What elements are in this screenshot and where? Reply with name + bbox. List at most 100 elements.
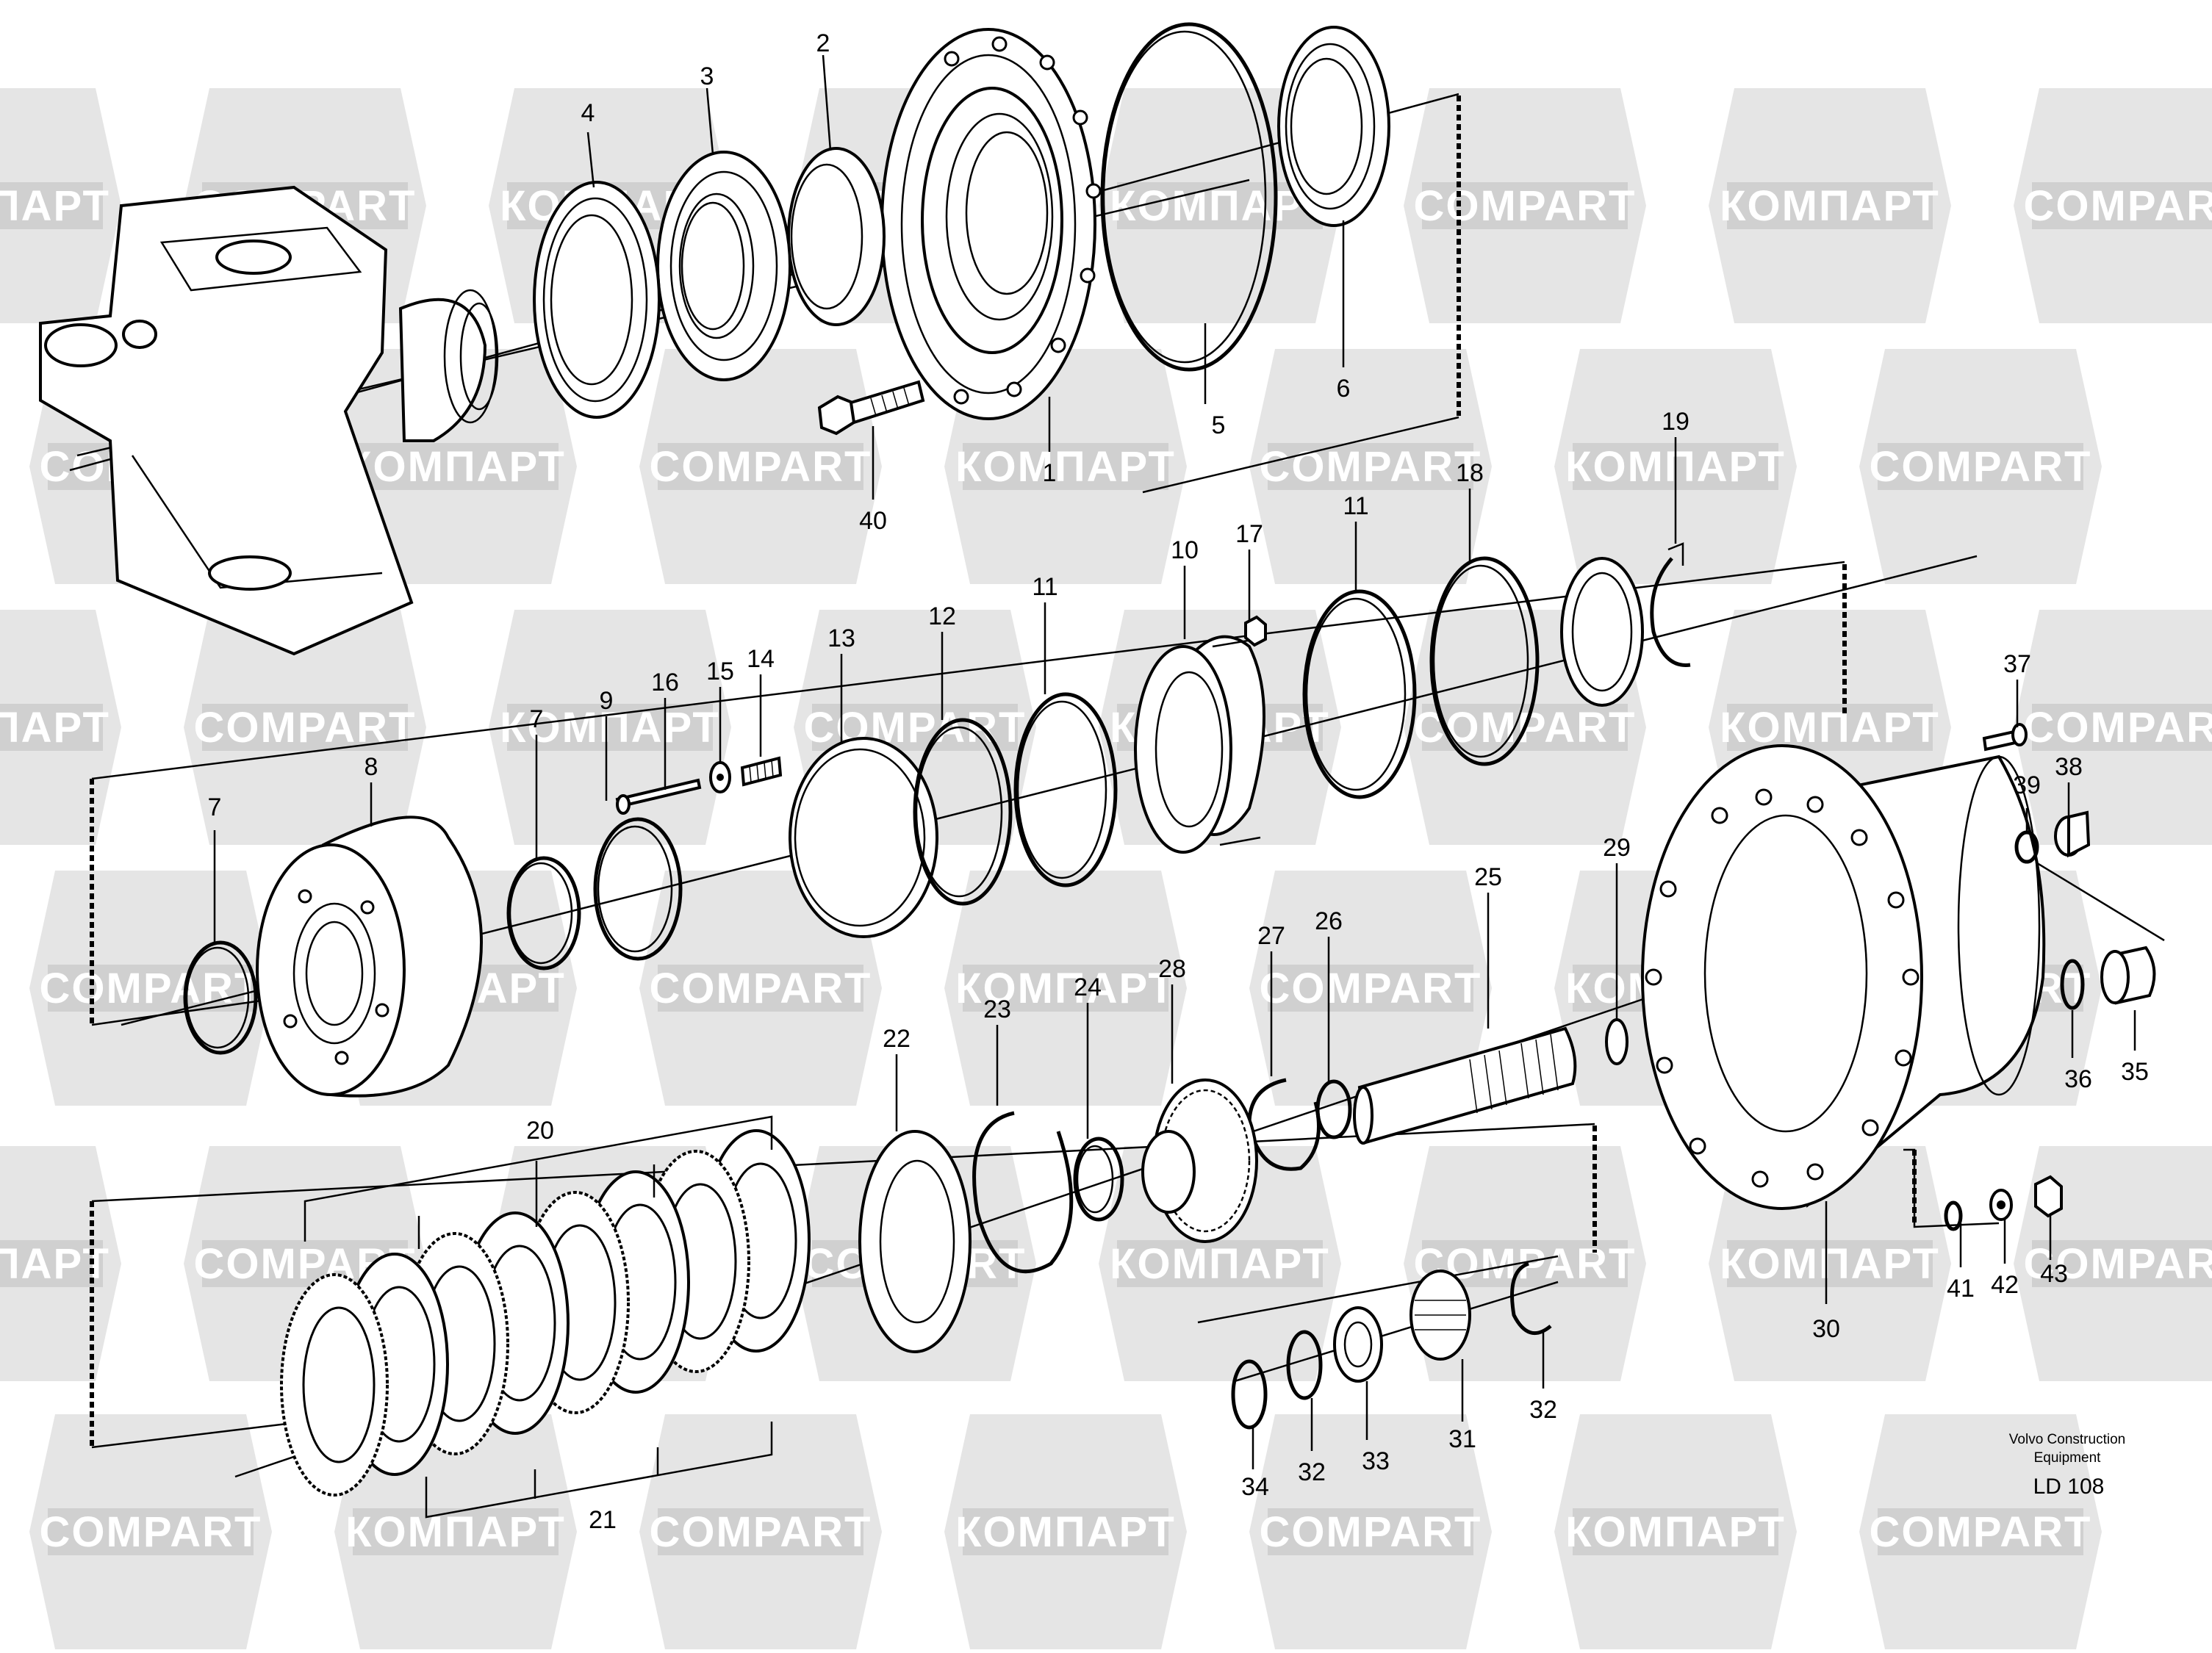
- callout-7-mid: 7: [530, 705, 544, 733]
- disc-pack-brackets: [304, 1115, 773, 1519]
- frame-low: [91, 1123, 1595, 1203]
- callout-9: 9: [600, 687, 614, 715]
- watermark-text: КОМПАРТ: [955, 1508, 1176, 1556]
- callout-19: 19: [1662, 408, 1689, 436]
- callout-13: 13: [827, 624, 855, 652]
- thrust-washer: [858, 1130, 972, 1353]
- callout-12: 12: [928, 602, 956, 630]
- planet-gear-31: [1410, 1270, 1471, 1361]
- watermark-tile: КОМПАРТ: [334, 349, 577, 584]
- callout-7-left: 7: [208, 793, 222, 821]
- spring-14: [740, 756, 783, 787]
- callout-17: 17: [1235, 520, 1263, 548]
- planet-carrier: [256, 815, 483, 1098]
- plug-35: [2100, 946, 2156, 1005]
- watermark-text: COMPART: [40, 1508, 262, 1556]
- leader-lines: [213, 54, 2136, 1469]
- o-ring-left: [183, 940, 258, 1055]
- footer-company-line2: Equipment: [2034, 1450, 2102, 1466]
- callout-6: 6: [1337, 375, 1351, 403]
- frame-mid: [91, 561, 1845, 780]
- watermark-text: КОМПАРТ: [1720, 182, 1940, 230]
- callout-11-left: 11: [1032, 573, 1057, 601]
- callout-23: 23: [983, 995, 1011, 1023]
- callout-40: 40: [859, 507, 887, 535]
- brake-disc-pack: [280, 1129, 811, 1497]
- watermark-text: COMPART: [2024, 182, 2212, 230]
- watermark-tile: КОМПАРТ: [1709, 88, 1951, 323]
- watermark-tile: COMPART: [639, 349, 882, 584]
- watermark-tile: COMPART: [2014, 1146, 2212, 1381]
- watermark-tile: COMPART: [1249, 1414, 1492, 1649]
- hub-bolt: [817, 380, 925, 436]
- watermark-tile: COMPART: [29, 1414, 272, 1649]
- snap-ring-9: [593, 817, 683, 961]
- watermark-text: COMPART: [40, 965, 262, 1012]
- watermark-text: COMPART: [1260, 443, 1482, 491]
- callout-25: 25: [1474, 863, 1502, 891]
- callout-3: 3: [700, 62, 714, 90]
- gasket-plate: [789, 737, 938, 938]
- roller-bearing-inner: [656, 151, 791, 381]
- watermark-text: КОМПАРТ: [1720, 704, 1940, 752]
- watermark-text: КОМПАРТ: [955, 965, 1176, 1012]
- washer-42: [1989, 1189, 2013, 1221]
- watermark-tile: COMPART: [2014, 88, 2212, 323]
- watermark-tile: КОМПАРТ: [1554, 1414, 1797, 1649]
- callout-24: 24: [1074, 973, 1102, 1001]
- wheel-hub-housing: [1641, 744, 2046, 1210]
- o-ring-11b: [1302, 589, 1417, 799]
- watermark-tile: COMPART: [29, 871, 272, 1106]
- bearing-33: [1333, 1306, 1383, 1383]
- sun-gear: [1141, 1078, 1258, 1243]
- watermark-tile: КОМПАРТ: [944, 1414, 1187, 1649]
- watermark-text: COMPART: [1870, 443, 2092, 491]
- plug-38: [2054, 810, 2091, 858]
- callout-20: 20: [526, 1117, 554, 1145]
- watermark-text: КОМПАРТ: [1565, 1508, 1786, 1556]
- callout-4: 4: [581, 99, 595, 127]
- callout-36: 36: [2064, 1065, 2092, 1093]
- washer-41: [1944, 1200, 1963, 1231]
- watermark-tile: COMPART: [184, 610, 426, 845]
- callout-38: 38: [2055, 753, 2083, 781]
- callout-43: 43: [2040, 1260, 2068, 1288]
- callout-22: 22: [883, 1025, 911, 1053]
- spline-shaft: [1353, 1026, 1577, 1145]
- callout-15: 15: [706, 658, 734, 685]
- brake-piston: [1134, 635, 1265, 854]
- callout-26: 26: [1315, 907, 1343, 935]
- watermark-text: КОМПАРТ: [0, 182, 110, 230]
- watermark-text: КОМПАРТ: [345, 1508, 566, 1556]
- callout-28: 28: [1158, 955, 1186, 983]
- callout-11-right: 11: [1343, 492, 1368, 520]
- callout-39: 39: [2013, 771, 2041, 799]
- disc-bore: [302, 1306, 376, 1463]
- callout-42: 42: [1991, 1271, 2019, 1299]
- watermark-text: COMPART: [650, 965, 872, 1012]
- watermark-text: КОМПАРТ: [345, 443, 566, 491]
- watermark-text: COMPART: [2024, 704, 2212, 752]
- watermark-tile: COMPART: [2014, 610, 2212, 845]
- watermark-tile: COMPART: [1859, 1414, 2102, 1649]
- nut-43: [2034, 1175, 2063, 1218]
- callout-14: 14: [747, 645, 775, 673]
- adjusting-bolt: [615, 778, 702, 815]
- frame-top-lower: [1142, 416, 1459, 494]
- o-ring-18: [1429, 556, 1540, 766]
- lock-plate-29: [1605, 1018, 1629, 1065]
- callout-8: 8: [365, 753, 378, 781]
- o-ring-mid: [506, 856, 581, 970]
- footer-drawing-code: LD 108: [2033, 1474, 2105, 1499]
- callout-1: 1: [1043, 459, 1057, 487]
- watermark-tile: COMPART: [639, 1414, 882, 1649]
- bearing-race: [787, 147, 886, 326]
- callout-34: 34: [1241, 1473, 1269, 1501]
- watermark-text: КОМПАРТ: [1720, 1240, 1940, 1288]
- adjusting-nut: [1560, 557, 1644, 707]
- watermark-text: COMPART: [194, 704, 417, 752]
- screw-37: [1982, 723, 2028, 752]
- o-ring-11a: [1013, 692, 1118, 887]
- footer-company-line1: Volvo Construction: [2009, 1432, 2125, 1447]
